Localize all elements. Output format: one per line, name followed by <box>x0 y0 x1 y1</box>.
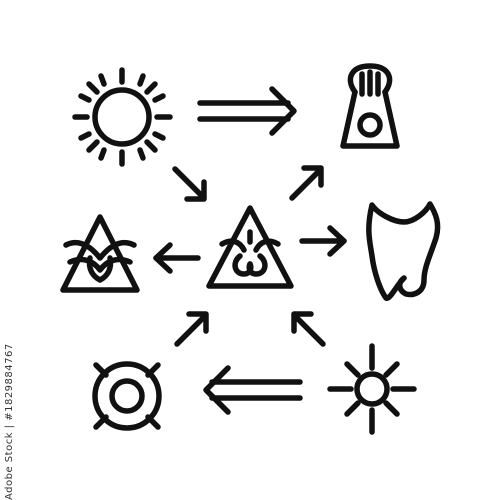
arrow-left <box>153 242 201 274</box>
bell-flask-icon <box>340 63 400 149</box>
double-arrow-right <box>197 86 297 136</box>
arrow-up-left-lower <box>291 311 326 347</box>
small-sun-icon <box>327 343 417 435</box>
target-crosshair-icon <box>92 361 162 431</box>
ornate-triangle-icon <box>206 205 294 289</box>
arrow-up-right-lower <box>174 311 209 347</box>
pyramid-with-wings-icon <box>60 214 140 293</box>
large-sun-icon <box>72 67 173 167</box>
arrow-up-right <box>289 165 324 201</box>
stock-image-id: Adobe Stock | #1829884767 <box>4 343 15 500</box>
arrow-right <box>299 225 347 257</box>
arrow-down-right <box>172 166 207 202</box>
vessel-shape-icon <box>366 201 441 301</box>
double-arrow-left <box>203 365 303 415</box>
